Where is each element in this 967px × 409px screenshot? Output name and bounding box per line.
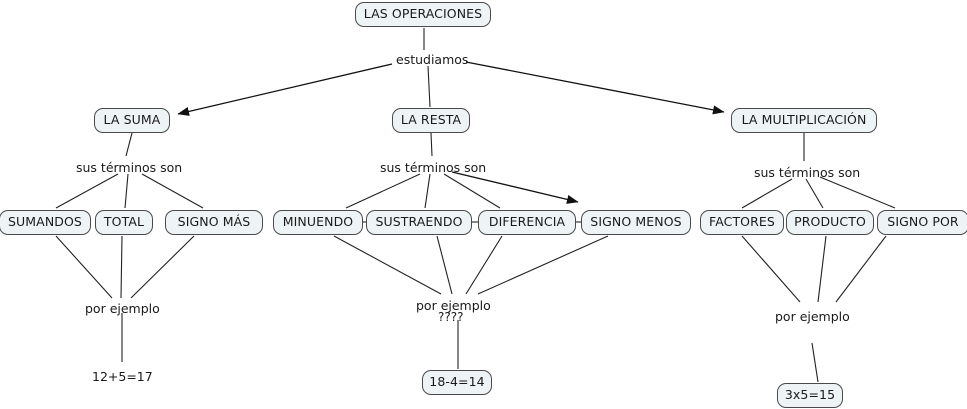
edge-terminos-total	[124, 173, 129, 209]
edge-terminos-signomas	[141, 173, 204, 209]
node-las-operaciones[interactable]: LAS OPERACIONES	[355, 2, 491, 27]
node-label: 18-4=14	[429, 374, 485, 390]
edge-total-ejemplo	[120, 235, 123, 299]
edge-factores-ejemplo	[741, 235, 801, 303]
edge-diferencia-ejemplo	[465, 235, 503, 295]
node-signo-mas[interactable]: SIGNO MÁS	[165, 210, 263, 235]
edge-terminos-diferencia	[443, 173, 501, 209]
node-label: SUMANDOS	[8, 214, 82, 230]
link-label-ejemplo-resta: por ejemplo	[416, 298, 491, 313]
node-label: FACTORES	[709, 214, 775, 230]
link-label-terminos-suma: sus términos son	[76, 160, 183, 175]
edge-terminos-signomenos	[451, 171, 579, 204]
node-factores[interactable]: FACTORES	[700, 210, 784, 235]
link-label-ejemplo-resta-extra: ????	[438, 310, 464, 324]
node-sustraendo[interactable]: SUSTRAENDO	[366, 210, 472, 235]
node-signo-menos[interactable]: SIGNO MENOS	[581, 210, 691, 235]
edge-signopor-ejemplo	[835, 235, 887, 303]
node-ejemplo-resta-value[interactable]: 18-4=14	[422, 370, 492, 395]
node-label: PRODUCTO	[794, 214, 866, 230]
edge-producto-ejemplo	[817, 235, 827, 303]
node-minuendo[interactable]: MINUENDO	[273, 210, 363, 235]
node-producto[interactable]: PRODUCTO	[786, 210, 874, 235]
ejemplo-suma-value: 12+5=17	[92, 369, 153, 384]
node-label: LA RESTA	[400, 112, 462, 128]
node-la-suma[interactable]: LA SUMA	[94, 108, 170, 133]
node-label: SIGNO MÁS	[177, 214, 251, 230]
edge-resta-terminos	[430, 132, 433, 157]
link-label-ejemplo-multiplicacion: por ejemplo	[775, 309, 850, 324]
node-sumandos[interactable]: SUMANDOS	[0, 210, 91, 235]
edge-minuendo-ejemplo	[333, 235, 442, 295]
link-label-terminos-multiplicacion: sus términos son	[754, 165, 861, 180]
link-label-ejemplo-suma: por ejemplo	[85, 301, 160, 316]
node-label: 3x5=15	[784, 387, 836, 403]
node-label: SIGNO MENOS	[590, 214, 682, 230]
edge-suma-terminos	[125, 132, 133, 157]
edge-terminos-sustraendo	[424, 173, 431, 209]
node-label: LA MULTIPLICACIÓN	[741, 112, 867, 128]
edge-terminos-signopor	[819, 176, 896, 209]
edge-terminos-producto	[805, 178, 824, 209]
edge-estudiamos-suma	[177, 63, 393, 116]
node-label: SUSTRAENDO	[375, 214, 463, 230]
edge-sumandos-ejemplo	[55, 235, 113, 299]
node-ejemplo-multiplicacion-value[interactable]: 3x5=15	[777, 383, 843, 408]
node-la-resta[interactable]: LA RESTA	[392, 108, 470, 133]
edge-ejemplo-mult-value	[811, 342, 819, 383]
node-label: SIGNO POR	[887, 214, 959, 230]
node-label: LA SUMA	[103, 112, 161, 128]
node-la-multiplicacion[interactable]: LA MULTIPLICACIÓN	[731, 108, 877, 133]
node-signo-por[interactable]: SIGNO POR	[877, 210, 967, 235]
edge-sustraendo-ejemplo	[436, 235, 453, 295]
node-label: MINUENDO	[282, 214, 354, 230]
node-label: DIFERENCIA	[488, 214, 566, 230]
link-label-terminos-resta: sus términos son	[380, 160, 487, 175]
edge-signomas-ejemplo	[130, 235, 195, 299]
edge-terminos-sumandos	[55, 173, 119, 209]
edge-estudiamos-resta	[427, 65, 431, 108]
edge-estudiamos-multiplicacion	[465, 61, 725, 115]
node-label: TOTAL	[103, 214, 145, 230]
node-label: LAS OPERACIONES	[363, 6, 483, 22]
link-label-estudiamos: estudiamos	[396, 52, 469, 67]
edge-terminos-minuendo	[345, 173, 421, 209]
edge-terminos-factores	[741, 178, 793, 209]
edge-signomenos-ejemplo	[477, 235, 609, 295]
node-diferencia[interactable]: DIFERENCIA	[478, 210, 576, 235]
node-total[interactable]: TOTAL	[95, 210, 153, 235]
